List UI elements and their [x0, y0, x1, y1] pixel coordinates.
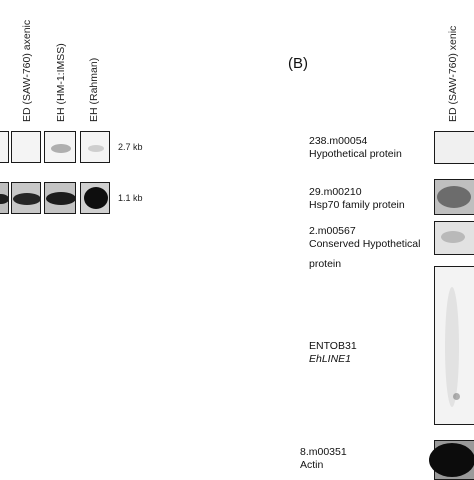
band-strong — [13, 193, 41, 205]
gene-desc-italic: EhLINE1 — [309, 353, 357, 366]
band-strong — [0, 194, 9, 204]
blot-a-bottom-lane0 — [0, 182, 9, 214]
gene-row-238: 238.m00054 Hypothetical protein — [309, 135, 402, 161]
gene-id: 238.m00054 — [309, 135, 368, 147]
lane-label-ed-axenic: ED (SAW-760) axenic — [21, 19, 33, 122]
lane-label-eh-hm1: EH (HM-1:IMSS) — [55, 43, 67, 122]
gene-row-29: 29.m00210 Hsp70 family protein — [309, 186, 405, 212]
gene-desc: Hsp70 family protein — [309, 199, 405, 211]
band-faint — [51, 144, 71, 153]
blot-a-top-lane0 — [0, 131, 9, 163]
gene-desc: Hypothetical protein — [309, 148, 402, 160]
blot-b-29 — [434, 179, 474, 215]
gene-id: 2.m00567 — [309, 225, 356, 237]
gene-row-entob31: ENTOB31 EhLINE1 — [309, 340, 357, 366]
band-smear — [437, 186, 471, 208]
gene-desc: Actin — [300, 459, 324, 471]
blot-a-bottom-lane1 — [11, 182, 41, 214]
lane-label-eh-rahman: EH (Rahman) — [88, 57, 100, 122]
blot-a-bottom-lane2 — [44, 182, 76, 214]
blot-b-entob31 — [434, 266, 474, 425]
gene-row-2: 2.m00567 Conserved Hypothetical protein — [309, 225, 420, 271]
size-label-1-1kb: 1.1 kb — [118, 193, 143, 203]
size-label-2-7kb: 2.7 kb — [118, 142, 143, 152]
blot-a-top-lane3 — [80, 131, 110, 163]
gene-desc: EhLINE1 — [309, 353, 352, 365]
gene-id: 8.m00351 — [300, 446, 347, 458]
band-smear — [445, 287, 459, 407]
gene-desc-continued: protein — [309, 258, 342, 270]
band-dot — [453, 393, 460, 400]
lane-label-ed-xenic: ED (SAW-760) xenic — [447, 25, 459, 122]
band-strong — [46, 192, 76, 205]
gene-id: 29.m00210 — [309, 186, 362, 198]
blot-a-top-lane2 — [44, 131, 76, 163]
blot-b-2 — [434, 221, 474, 255]
blot-b-238 — [434, 131, 474, 164]
band-faint — [88, 145, 104, 152]
blot-a-bottom-lane3 — [80, 182, 110, 214]
blot-b-8 — [429, 440, 474, 480]
band-strong — [429, 443, 474, 477]
blot-a-top-lane1 — [11, 131, 41, 163]
gene-id: ENTOB31 — [309, 340, 357, 352]
gene-row-8: 8.m00351 Actin — [300, 446, 347, 472]
band-faint — [441, 231, 465, 243]
gene-desc: Conserved Hypothetical — [309, 238, 421, 250]
panel-label-b: (B) — [288, 55, 308, 72]
band-strong — [84, 187, 108, 209]
